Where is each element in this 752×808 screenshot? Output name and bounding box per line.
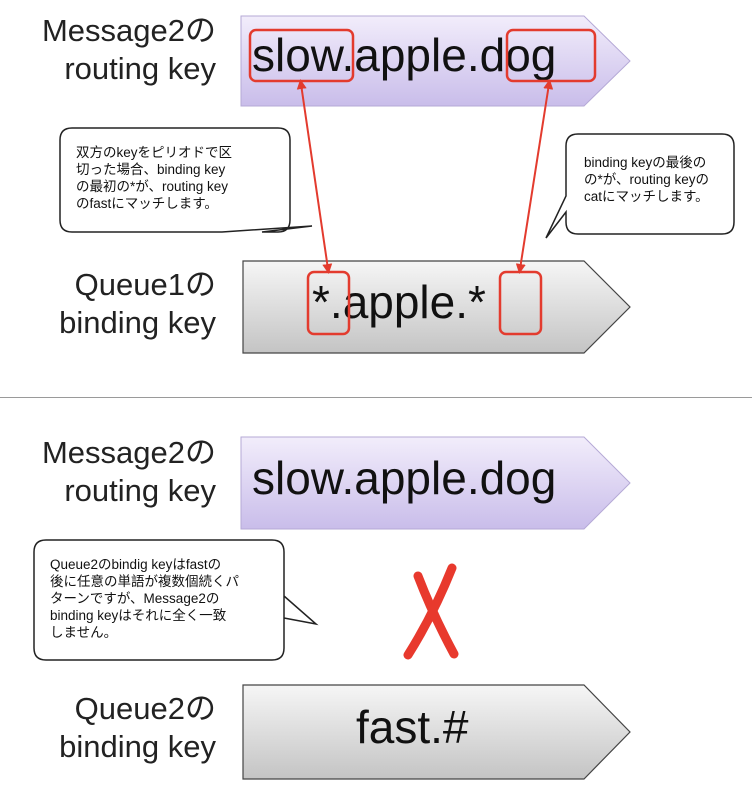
connector-left [296, 79, 333, 274]
bubble-bottom-line: ターンですが、Message2の [50, 591, 220, 606]
top-routing-key: slow.apple.dog [252, 28, 556, 82]
bottom-binding-label-line2: binding key [59, 729, 216, 764]
routing-sep-1: . [341, 29, 355, 81]
bubble-right-line: binding keyの最後の [584, 155, 707, 170]
bubble-bottom-shape [33, 539, 319, 661]
bottom-binding-label: Queue2の binding key [59, 690, 216, 766]
top-routing-label-line1: Message2の [41, 13, 216, 48]
top-binding-label-line2: binding key [59, 305, 216, 340]
binding-sep-1: . [329, 276, 343, 328]
bubble-right-shape [545, 133, 735, 239]
bottom-routing-key: slow.apple.dog [252, 452, 557, 504]
routing-sep-2: . [466, 29, 480, 81]
top-routing-label-line2: routing key [64, 51, 216, 86]
bottom-routing-key-box [240, 436, 632, 530]
bottom-routing-arrow-shape [240, 436, 631, 530]
bottom-routing-label-line1: Message2の [41, 435, 216, 470]
bubble-bottom-line: Queue2のbindig keyはfastの [50, 557, 222, 572]
top-match-overlay [59, 28, 735, 336]
section-divider [0, 397, 752, 398]
bubble-left-text: 双方のkeyをピリオドで区 切った場合、binding key の最初の*が、r… [76, 144, 232, 212]
connector-right [515, 79, 554, 274]
bottom-binding-arrow-shape [242, 684, 631, 780]
bubble-left-line: 切った場合、binding key [76, 162, 226, 177]
bubble-left-line: 双方のkeyをピリオドで区 [76, 145, 233, 160]
bubble-left-line: のfastにマッチします。 [76, 196, 218, 211]
mismatch-cross-mark [403, 563, 459, 660]
bubble-bottom-line: binding keyはそれに全く一致 [50, 608, 227, 623]
bubble-right-line: catにマッチします。 [584, 189, 709, 204]
routing-word-dog: dog [479, 29, 557, 81]
bubble-bottom-text: Queue2のbindig keyはfastの 後に任意の単語が複数個続くパ タ… [50, 556, 239, 641]
bubble-right-text: binding keyの最後の の*が、routing keyの catにマッチ… [584, 154, 709, 205]
binding-wild-2: * [468, 276, 486, 328]
bottom-binding-key: fast.# [356, 701, 469, 753]
bottom-binding-label-line1: Queue2の [74, 691, 216, 726]
bubble-right-line: の*が、routing keyの [584, 172, 710, 187]
routing-word-slow: slow [252, 29, 342, 81]
binding-word-apple: apple [342, 276, 456, 328]
top-binding-key: *.apple.* [312, 275, 486, 329]
bubble-left-line: の最初の*が、routing key [76, 179, 229, 194]
bubble-bottom-line: しません。 [50, 625, 118, 640]
top-binding-label: Queue1の binding key [59, 266, 216, 342]
routing-word-apple: apple [354, 29, 467, 81]
bubble-bottom-line: 後に任意の単語が複数個続くパ [50, 574, 239, 589]
bottom-routing-label: Message2の routing key [42, 434, 216, 510]
bottom-routing-label-line2: routing key [64, 473, 216, 508]
top-routing-label: Message2の routing key [42, 12, 216, 88]
top-binding-label-line1: Queue1の [74, 267, 216, 302]
bottom-binding-key-box [242, 684, 632, 780]
binding-sep-2: . [455, 276, 469, 328]
binding-wild-1: * [312, 276, 330, 328]
bubble-left-shape [59, 127, 313, 233]
